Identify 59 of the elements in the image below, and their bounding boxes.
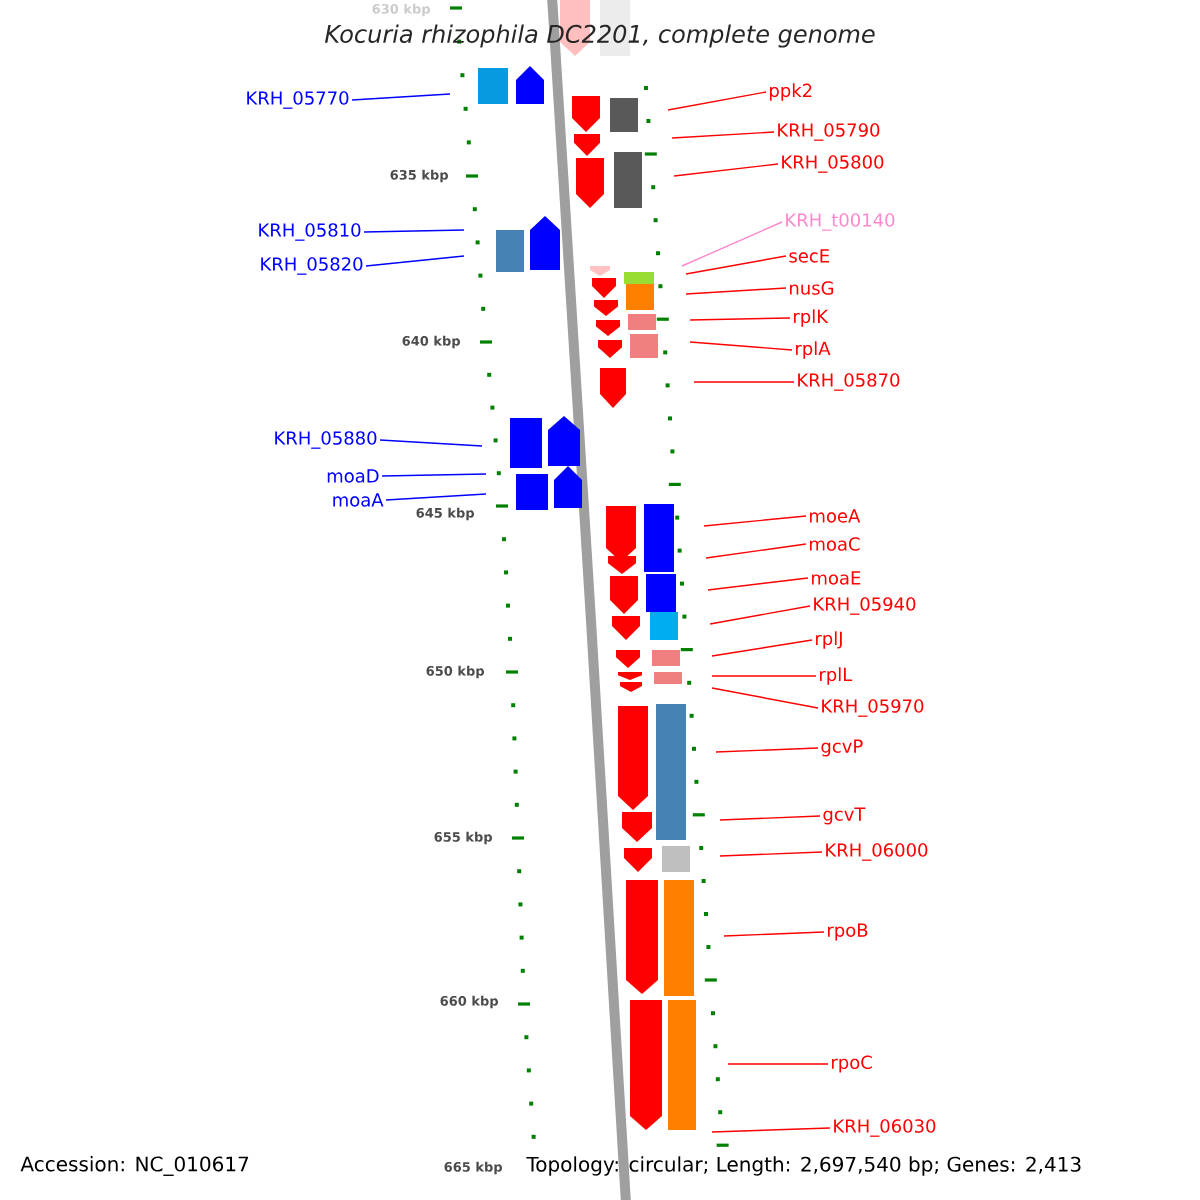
gene-label: gcvT: [823, 807, 866, 825]
leader-line: [685, 287, 787, 295]
gene-label: rplJ: [816, 631, 842, 649]
gene-label: rplA: [796, 341, 831, 359]
leader-line: [381, 473, 487, 477]
leader-line: [693, 381, 795, 383]
gene-label: KRH_06000: [826, 843, 928, 861]
leader-line: [709, 605, 811, 625]
leader-line: [711, 687, 819, 709]
gene-label: KRH_05790: [778, 123, 880, 141]
gene-label: moaC: [810, 537, 860, 551]
leader-line: [351, 93, 451, 101]
leader-line: [707, 577, 809, 591]
gene-label: moaA: [333, 493, 384, 507]
gene-label: rplK: [794, 309, 829, 327]
leader-line: [711, 1127, 831, 1133]
gene-label: rpoC: [832, 1055, 872, 1073]
leader-line: [689, 341, 793, 351]
gene-label: rpoB: [828, 923, 868, 941]
leader-line: [673, 163, 779, 177]
leader-line: [715, 747, 819, 753]
leader-line: [711, 639, 813, 657]
gene-label: KRH_05970: [822, 699, 924, 717]
gene-label: KRH_05810: [259, 223, 361, 241]
gene-label: KRH_t00140: [786, 213, 895, 231]
leader-line: [705, 543, 807, 559]
gene-label: KRH_05940: [814, 597, 916, 615]
gene-label: KRH_05870: [798, 373, 900, 391]
gene-label: moaE: [812, 571, 861, 585]
gene-label: gcvP: [821, 739, 863, 757]
gene-label: secE: [789, 249, 829, 263]
leader-line: [711, 675, 817, 677]
gene-label: moeA: [810, 509, 861, 523]
leader-line: [379, 439, 483, 447]
title: Kocuria rhizophila DC2201, complete genome: [325, 24, 875, 48]
leader-line: [671, 131, 775, 139]
leader-line: [719, 851, 823, 857]
leader-line: [681, 221, 783, 267]
leader-line: [385, 493, 487, 501]
gene-label: KRH_05770: [247, 91, 349, 109]
gene-label: KRH_05820: [261, 257, 363, 275]
leader-line: [685, 255, 787, 275]
leader-line: [723, 931, 825, 937]
gene-label: KRH_05800: [782, 155, 884, 173]
footer-text: Topology: circular; Length: 2,697,540 bp; Genes: 2,413: [526, 1156, 1081, 1176]
gene-label: moaD: [327, 469, 379, 483]
gene-label: KRH_05880: [275, 431, 377, 449]
leader-line: [667, 91, 767, 111]
footer-text: Accession: NC_010617: [20, 1156, 249, 1176]
leader-line: [703, 515, 807, 527]
gene-label: ppk2: [770, 83, 812, 101]
leader-line: [365, 255, 465, 267]
gene-label: KRH_06030: [834, 1119, 936, 1137]
gene-label: rplL: [820, 667, 853, 685]
leader-line: [719, 815, 821, 821]
leader-line: [727, 1063, 829, 1065]
leader-line: [689, 317, 791, 321]
leader-line: [363, 229, 465, 233]
gene-label: nusG: [790, 281, 834, 295]
